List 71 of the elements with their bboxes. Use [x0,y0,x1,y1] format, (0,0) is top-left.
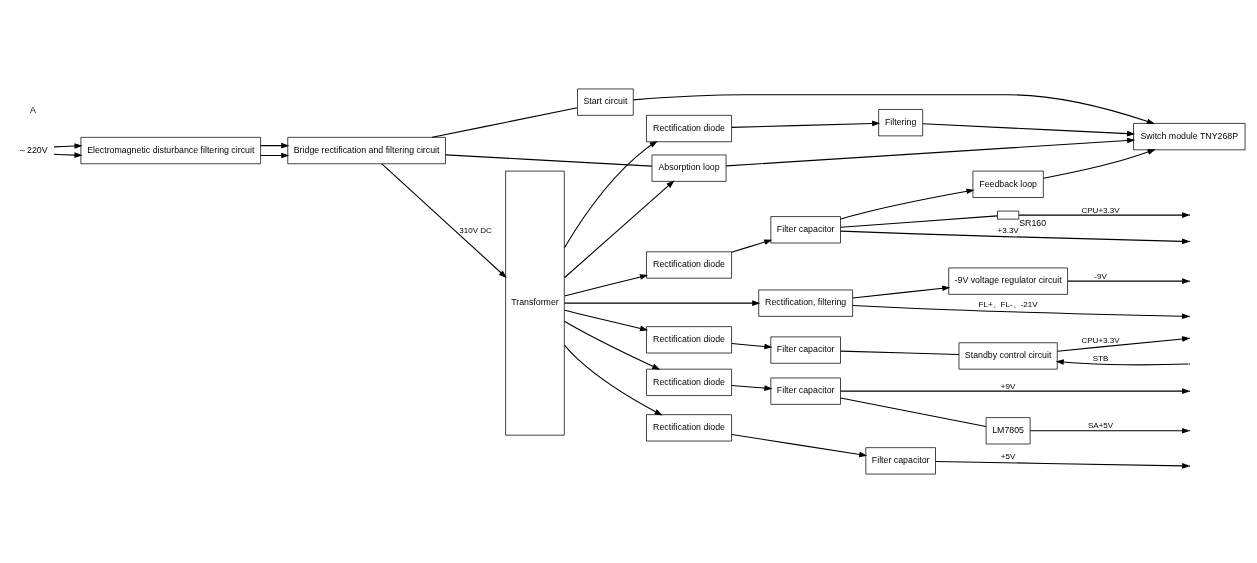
node-box: -9V voltage regulator circuit [948,267,1068,295]
arrow [563,320,661,370]
edge-label: 310V DC [459,226,492,236]
arrow [840,388,1191,394]
arrow [53,152,83,158]
node-box: LM7805 [985,417,1031,445]
edge-label: -9V [1094,271,1107,281]
arrow [381,163,507,279]
node-box: Filter capacitor [770,377,841,405]
arrow [935,460,1191,469]
node-box: Rectification diode [646,414,732,442]
edge-label: +9V [1000,381,1016,391]
node-box: Electromagnetic disturbance filtering circuit [80,137,261,165]
arrow [840,188,975,220]
edge-label: +5V [1000,452,1016,462]
node-box: Rectification diode [646,368,732,396]
edge-label: SA+5V [1087,421,1114,431]
arrow [632,94,1155,124]
node-box: Filter capacitor [770,216,841,244]
arrow [852,304,1191,320]
arrow [1056,336,1191,352]
arrow [563,274,649,297]
arrow [1067,278,1191,284]
connector [445,154,653,167]
arrow [53,143,83,149]
node-box: Bridge rectification and filtering circuit [287,137,446,165]
edge-label: CPU+3.3V [1081,335,1120,345]
edge-label: STB [1092,353,1109,363]
arrow [1055,359,1190,366]
connector [840,350,960,356]
arrow [260,152,290,159]
arrow [563,300,761,306]
node-box: Rectification diode [646,114,732,143]
arrow [731,120,881,128]
arrow [1043,149,1156,179]
arrow [731,433,868,458]
arrow [922,123,1136,137]
arrow [563,141,658,249]
arrow [731,239,773,253]
node-box: Standby control circuit [958,342,1058,370]
arrow [1029,427,1191,434]
node-box: Transformer [505,170,565,436]
node-box: Switch module TNY268P [1133,123,1246,151]
connector [840,397,987,428]
arrow [725,137,1136,167]
node-box: Filtering [878,109,924,137]
connector [431,107,578,138]
edge-label: FL+、FL-、-21V [978,300,1038,310]
node-box [997,210,1020,220]
arrow [563,309,649,332]
arrow [1018,212,1191,218]
arrow [563,180,675,279]
node-box: Filter capacitor [865,447,936,475]
arrow [563,344,663,416]
node-box: Rectification, filtering [758,289,853,317]
edge-label: +3.3V [997,225,1019,235]
node-box: Rectification diode [646,326,732,354]
connector [840,215,998,228]
arrow [260,142,290,149]
node-box: Start circuit [577,88,634,116]
node-label: SR160 [1019,218,1047,229]
node-text: ～220V [18,144,48,155]
arrow [731,343,773,350]
edge-label: CPU+3.3V [1081,205,1120,215]
node-box: Absorption loop [651,154,727,182]
node-box: Filter capacitor [770,336,841,364]
label: A [29,105,36,116]
node-box: Feedback loop [972,170,1044,198]
arrow [731,385,773,391]
node-box: Rectification diode [646,251,732,279]
arrow [852,285,951,299]
